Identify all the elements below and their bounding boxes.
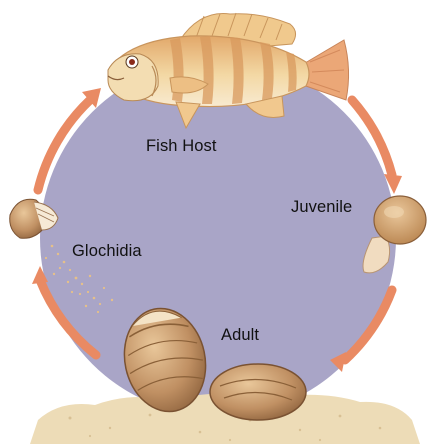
- stage-label-juvenile: Juvenile: [291, 198, 352, 217]
- stage-label-adult: Adult: [221, 326, 259, 345]
- stage-label-fish-host: Fish Host: [146, 137, 217, 156]
- adult-mussel-lying: [210, 364, 306, 420]
- stage-label-glochidia: Glochidia: [72, 242, 142, 261]
